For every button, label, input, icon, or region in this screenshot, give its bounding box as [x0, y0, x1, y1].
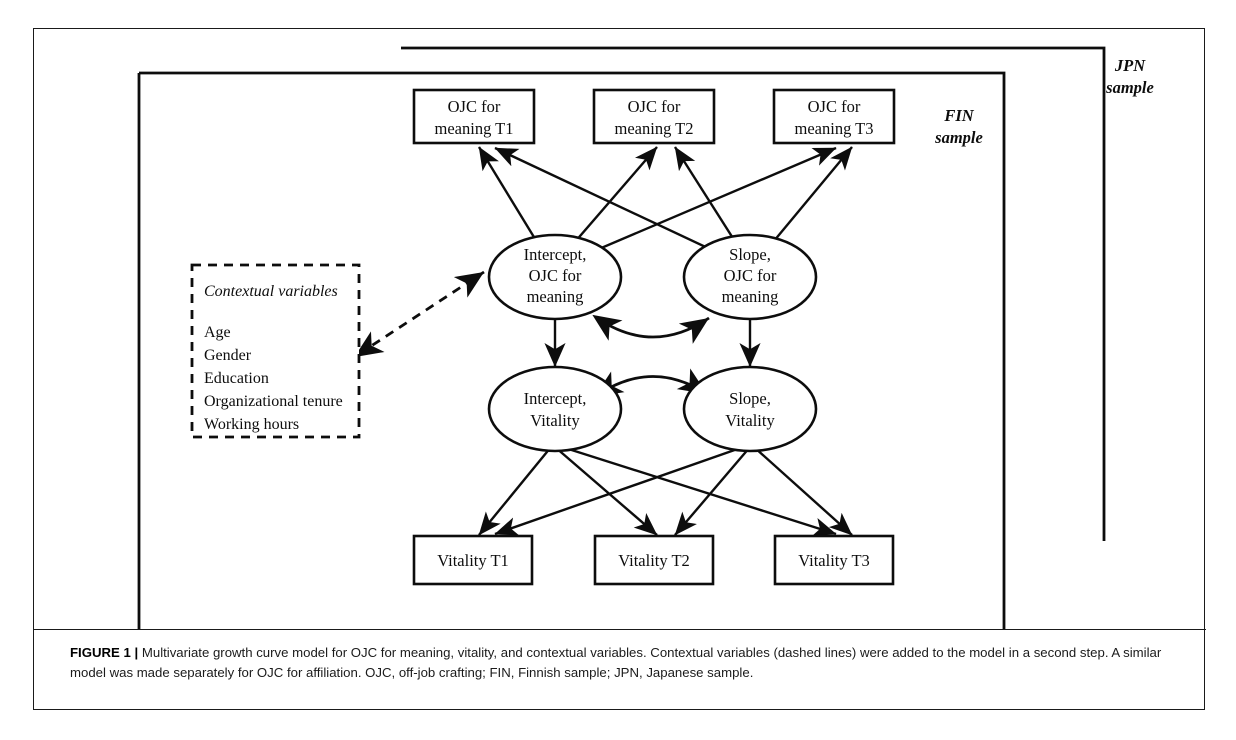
observed-box-vitality-t1-label: Vitality T1 [437, 551, 509, 570]
covariance-upper-latents [592, 314, 710, 344]
latent-slope-ojc: Slope, OJC for meaning [682, 233, 818, 321]
jpn-sample-label-line1: JPN [1114, 56, 1146, 75]
observed-box-vitality-t3: Vitality T3 [773, 534, 895, 586]
jpn-sample-label-line2: sample [1105, 78, 1154, 97]
path-intercept-vitality-to-t2 [554, 446, 658, 536]
observed-box-ojc-t3: OJC for meaning T3 [772, 88, 896, 145]
path-slope-vitality-to-t2 [674, 446, 751, 536]
path-intercept-vitality-to-t3 [558, 444, 837, 537]
observed-box-ojc-t1: OJC for meaning T1 [412, 88, 536, 145]
figure-caption-text: Multivariate growth curve model for OJC … [70, 645, 1162, 680]
path-intercept-vitality-to-t1 [478, 446, 552, 536]
observed-box-vitality-t2: Vitality T2 [593, 534, 715, 586]
contextual-variable-item-working-hours: Working hours [204, 416, 299, 433]
loadings-vitality-group [478, 444, 853, 537]
caption-divider [34, 629, 1206, 630]
jpn-sample-frame [401, 46, 1106, 541]
figure-caption-separator: | [134, 645, 139, 660]
figure-caption-label: FIGURE 1 [70, 645, 131, 660]
latent-intercept-vitality-line1: Intercept, [524, 389, 587, 408]
observed-box-vitality-t1: Vitality T1 [412, 534, 534, 586]
latent-slope-vitality-line1: Slope, [729, 389, 771, 408]
path-intercept-ojc-to-t3 [558, 146, 837, 268]
observed-box-vitality-t2-label: Vitality T2 [618, 551, 690, 570]
observed-box-vitality-t3-label: Vitality T3 [798, 551, 870, 570]
contextual-variable-item-education: Education [204, 370, 269, 387]
contextual-variable-item-gender: Gender [204, 347, 252, 364]
observed-box-ojc-t3-line1: OJC for [808, 97, 861, 116]
latent-intercept-ojc-line2: OJC for [529, 266, 582, 285]
latent-intercept-ojc-line3: meaning [527, 287, 584, 306]
fin-sample-label-line2: sample [934, 128, 983, 147]
path-model-diagram: JPN sample FIN sample [137, 46, 1154, 629]
fin-sample-frame [137, 71, 1006, 629]
latent-slope-ojc-line3: meaning [722, 287, 779, 306]
latent-intercept-ojc: Intercept, OJC for meaning [487, 233, 623, 321]
observed-box-ojc-t2-line2: meaning T2 [615, 119, 694, 138]
observed-box-ojc-t1-line2: meaning T1 [435, 119, 514, 138]
latent-slope-ojc-line1: Slope, [729, 245, 771, 264]
observed-box-ojc-t2-line1: OJC for [628, 97, 681, 116]
figure-panel: JPN sample FIN sample [33, 28, 1206, 710]
latent-intercept-vitality-line2: Vitality [530, 411, 580, 430]
figure-caption: FIGURE 1 | Multivariate growth curve mod… [70, 643, 1188, 683]
path-slope-vitality-to-t3 [753, 446, 853, 536]
latent-slope-vitality-line2: Vitality [725, 411, 775, 430]
observed-box-ojc-t2: OJC for meaning T2 [592, 88, 716, 145]
observed-box-ojc-t1-line1: OJC for [448, 97, 501, 116]
latent-intercept-vitality: Intercept, Vitality [487, 365, 623, 453]
path-contextual-to-intercept-ojc [354, 270, 485, 358]
contextual-variable-item-organizational-tenure: Organizational tenure [204, 393, 343, 410]
observed-box-ojc-t3-line2: meaning T3 [795, 119, 874, 138]
contextual-variables-box: Contextual variables Age Gender Educatio… [190, 263, 361, 439]
latent-intercept-ojc-line1: Intercept, [524, 245, 587, 264]
path-slope-vitality-to-t1 [494, 444, 747, 536]
latent-slope-vitality: Slope, Vitality [682, 365, 818, 453]
fin-sample-label-line1: FIN [943, 106, 974, 125]
contextual-variable-item-age: Age [204, 324, 231, 341]
diagram-area: JPN sample FIN sample [34, 29, 1206, 629]
contextual-variables-title: Contextual variables [204, 283, 338, 300]
latent-slope-ojc-line2: OJC for [724, 266, 777, 285]
loadings-ojc-group [477, 146, 853, 268]
